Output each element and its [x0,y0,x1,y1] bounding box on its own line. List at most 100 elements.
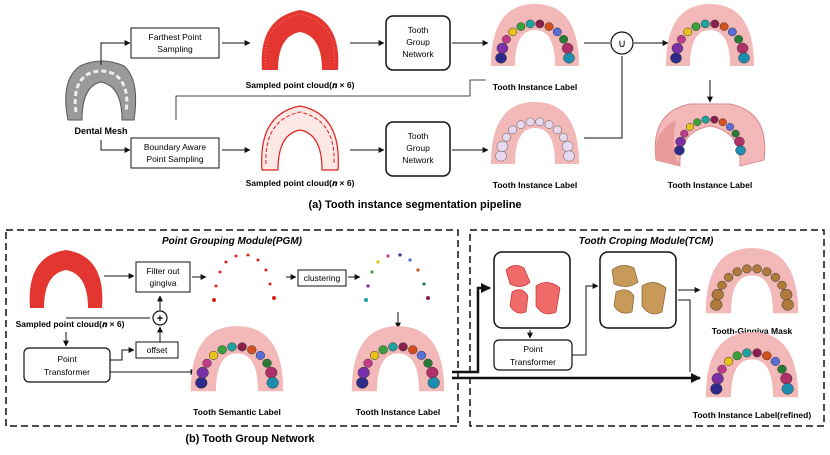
tooth [742,348,752,358]
clustering-box [297,269,347,287]
tooth-instance-dentition-bottom [491,102,579,164]
sampled-point-cloud-top [261,10,339,70]
instance-label-bottom: Tooth Instance Label [493,180,577,190]
tooth [559,133,569,142]
tooth [559,35,569,44]
tooth-instance-dentition-top [491,4,579,66]
tooth [700,19,710,29]
tooth-group-network-box-bottom [385,121,451,177]
tooth [501,133,511,142]
filtered-points [212,253,276,302]
pgm-frame [5,229,459,427]
tooth [710,115,719,124]
tooth [734,136,745,147]
tooth [363,358,373,368]
fps-box-line1: Farthest Point [149,32,203,42]
tooth [208,350,219,360]
tooth [265,366,278,379]
tooth [544,120,554,129]
tooth [718,118,727,127]
tooth-gingiva-mask-dentition [705,248,799,314]
tooth [255,350,266,360]
bps-box-line1: Boundary Aware [144,142,206,152]
offset-box-label: offset [147,345,168,355]
plus-symbol: + [157,313,163,325]
tooth [561,140,574,152]
tooth [710,19,720,29]
tooth [508,27,518,37]
tooth [217,345,227,355]
tgn-top-line2: Group [406,37,430,47]
tooth [685,123,695,131]
tooth [711,288,724,301]
tooth [770,356,781,366]
cropped-teeth-red [505,265,561,315]
tooth [535,117,545,127]
tooth [752,348,762,358]
tooth-semantic-dentition [190,326,284,392]
instance-label-final: Tooth Instance Label [668,180,752,190]
tooth [427,377,440,389]
gingiva-shape [705,332,799,398]
tooth [495,150,507,162]
tooth [734,35,744,44]
tooth [762,351,772,361]
pt-right-line1: Point [523,344,543,354]
pgm-title: Point Grouping Module(PGM) [162,236,303,247]
gingiva-shape [491,102,579,164]
caption-a: (a) Tooth instance segmentation pipeline [308,199,521,211]
tooth [671,42,684,54]
tgn-top-line1: Tooth [408,25,429,35]
pgm-instance-dentition [351,326,445,392]
tooth [770,272,781,282]
gingiva-shape [705,248,799,314]
pt-left-line2: Transformer [44,367,90,377]
tooth [780,288,793,301]
tgn-bottom-line2: Group [406,143,430,153]
tooth [727,27,737,37]
gingiva-shape [351,326,445,392]
clustering-label: clustering [304,273,341,283]
tooth [731,129,740,138]
filter-gingiva-box [135,261,191,293]
tooth [738,52,750,64]
add-operator [152,310,168,326]
tooth [561,42,574,54]
union-symbol: ∪ [618,38,626,50]
tooth [670,52,682,64]
tooth-group-network-box-top [385,15,451,71]
tooth [552,27,562,37]
tooth [196,366,209,379]
tooth [781,299,794,311]
tgn-bottom-line3: Network [402,155,434,165]
tooth [723,272,734,282]
tcm-frame [469,229,825,427]
tooth [732,267,742,277]
tooth [742,264,752,274]
refined-label: Tooth Instance Label(refined) [693,410,812,420]
tooth [563,52,575,64]
tooth [777,280,787,290]
tooth [496,42,509,54]
tooth [357,366,370,379]
tooth [247,345,257,355]
filter-box-line2: gingiva [150,278,177,288]
tooth [701,115,710,124]
tooth [717,280,727,290]
point-transformer-box-left [23,347,111,383]
instance-label-top: Tooth Instance Label [493,82,577,92]
bps-box-line2: Point Sampling [146,154,203,164]
dental-mesh-label: Dental Mesh [74,126,127,136]
tooth [398,342,408,352]
tooth [544,22,554,31]
tooth [262,358,272,368]
tooth [237,342,247,352]
refined-instance-dentition [705,332,799,398]
tooth [717,364,727,374]
offset-box [135,341,179,359]
sampled-point-cloud-bottom [261,105,339,171]
filter-box-line1: Filter out [146,266,180,276]
tooth [266,377,279,389]
tooth [408,345,418,355]
